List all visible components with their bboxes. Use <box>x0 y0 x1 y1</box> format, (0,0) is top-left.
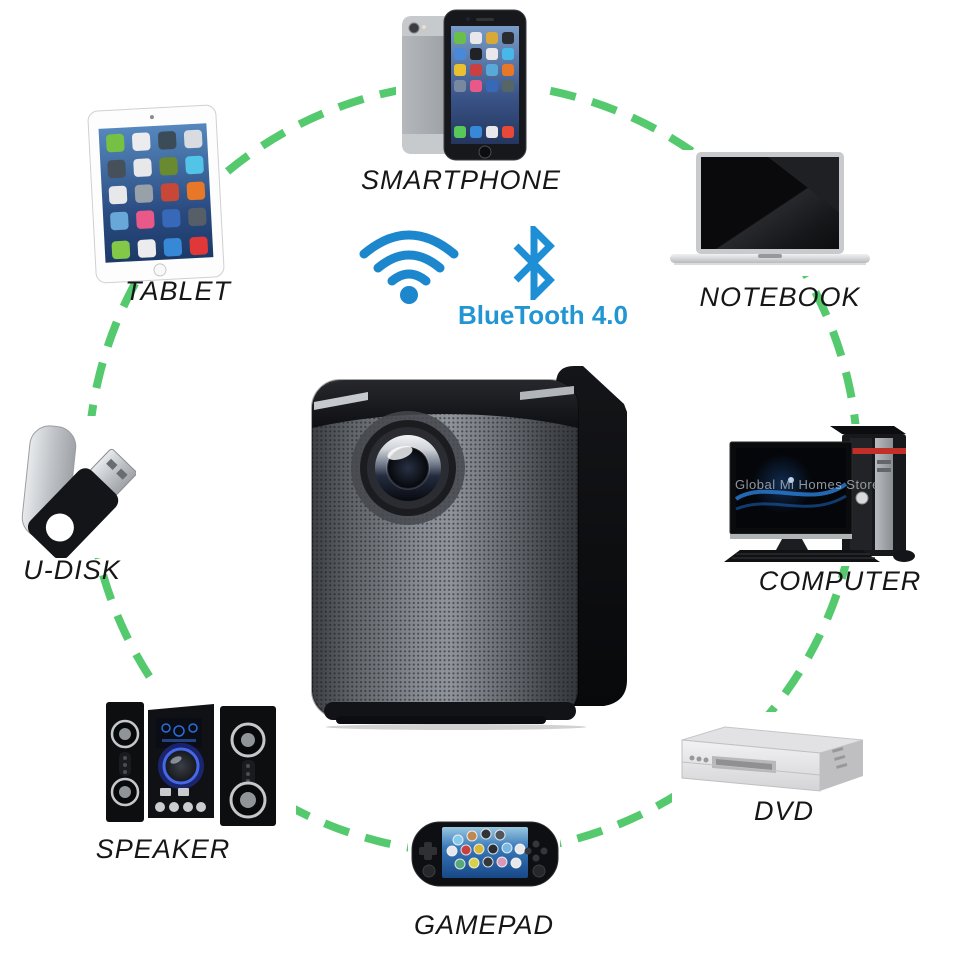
speaker-image <box>96 686 296 834</box>
tablet-image <box>83 102 229 286</box>
u-disk-image <box>16 416 136 558</box>
notebook-image <box>668 150 872 276</box>
label-gamepad: GAMEPAD <box>413 910 555 940</box>
smartphone-image <box>396 6 536 162</box>
bluetooth-icon <box>506 221 562 305</box>
bluetooth-label: BlueTooth 4.0 <box>458 300 628 330</box>
label-smartphone: SMARTPHONE <box>360 165 562 195</box>
label-u-disk: U-DISK <box>23 555 121 585</box>
label-speaker: SPEAKER <box>95 834 231 864</box>
store-watermark: Global Mi Homes Store <box>735 477 880 492</box>
label-computer: COMPUTER <box>758 566 922 596</box>
label-dvd: DVD <box>753 796 815 826</box>
projector-image <box>306 350 636 730</box>
label-tablet: TABLET <box>124 276 232 306</box>
computer-image <box>712 424 924 566</box>
label-notebook: NOTEBOOK <box>699 282 861 312</box>
dvd-image <box>672 712 876 804</box>
wifi-icon <box>356 220 462 311</box>
gamepad-image <box>408 818 560 894</box>
